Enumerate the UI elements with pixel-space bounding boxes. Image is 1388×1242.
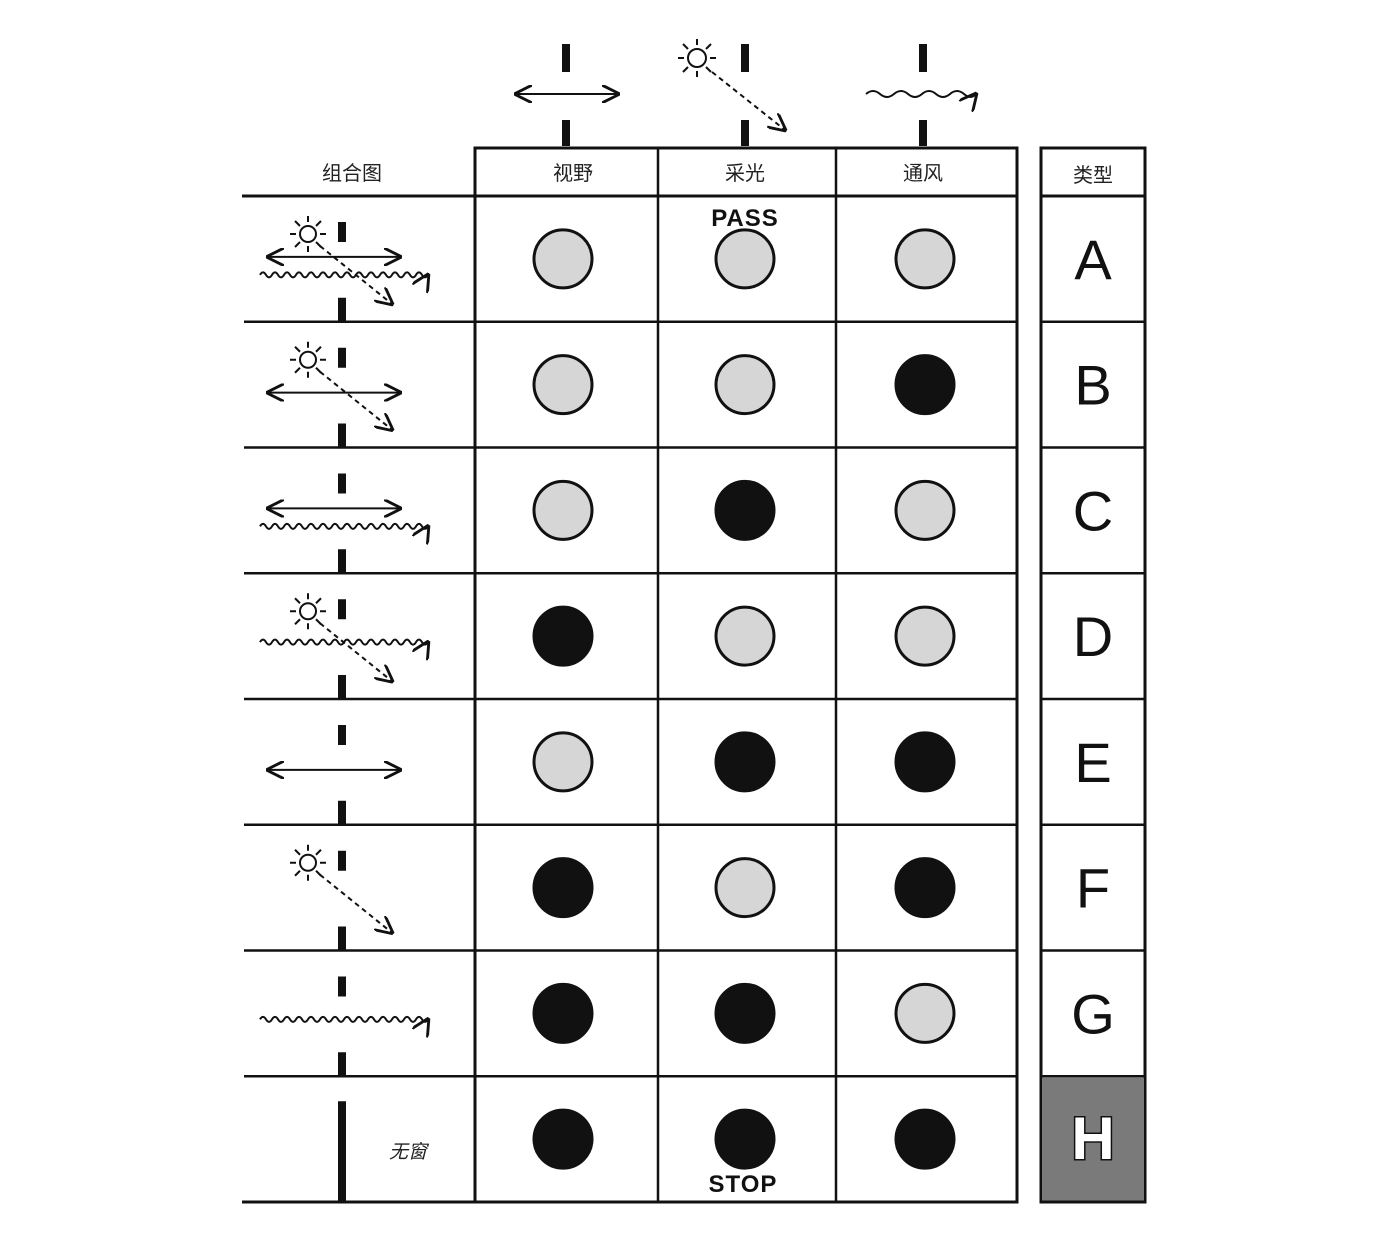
stop-dot-view xyxy=(532,1108,594,1170)
type-cell-highlight xyxy=(1042,1077,1144,1201)
vent-header-icon xyxy=(865,44,976,146)
sun-icon xyxy=(678,39,716,77)
pass-dot-vent xyxy=(894,605,956,667)
wind-arrow xyxy=(259,640,428,645)
view-header-icon xyxy=(516,44,618,146)
pass-dot-view xyxy=(532,228,594,290)
type-letter-d: D xyxy=(1073,605,1113,668)
pass-stamp: PASS xyxy=(711,205,779,232)
pass-dot-light xyxy=(714,605,776,667)
light-header-label: 采光 xyxy=(725,161,765,185)
type-letter-a: A xyxy=(1074,228,1112,291)
type-letter-g: G xyxy=(1071,982,1115,1045)
sun-icon xyxy=(290,216,326,252)
combo-diagram-d xyxy=(259,593,428,699)
combo-diagram-a xyxy=(259,216,428,322)
type-letter-c: C xyxy=(1073,479,1113,542)
stop-dot-light xyxy=(714,479,776,541)
combo-diagram-g xyxy=(259,976,428,1077)
stop-dot-light xyxy=(714,1108,776,1170)
combo-diagrams xyxy=(259,216,428,1202)
stop-dot-vent xyxy=(894,1108,956,1170)
light-header-icon xyxy=(678,39,785,146)
no-window-label: 无窗 xyxy=(389,1141,430,1163)
pass-dot-vent xyxy=(894,479,956,541)
pass-dot-view xyxy=(532,354,594,416)
pass-dot-light xyxy=(714,228,776,290)
row-divider-lines xyxy=(244,320,1145,1078)
pass-dot-vent xyxy=(894,982,956,1044)
stop-dot-vent xyxy=(894,354,956,416)
pass-dot-view xyxy=(532,479,594,541)
light-arrow xyxy=(319,622,392,681)
table-grid xyxy=(242,146,1147,1204)
column-icons xyxy=(516,39,976,146)
type-header-label: 类型 xyxy=(1073,163,1113,187)
type-letter-h: H xyxy=(1071,1105,1114,1172)
stop-dot-vent xyxy=(894,857,956,919)
stop-stamp: STOP xyxy=(709,1171,778,1198)
type-letter-f: F xyxy=(1076,857,1110,920)
stop-dot-view xyxy=(532,857,594,919)
wind-arrow xyxy=(259,524,428,529)
wind-arrow xyxy=(259,272,428,277)
type-letter-b: B xyxy=(1074,354,1111,417)
stop-dot-view xyxy=(532,605,594,667)
light-arrow xyxy=(319,873,392,933)
stop-dot-light xyxy=(714,982,776,1044)
wind-arrow xyxy=(259,1017,428,1022)
view-header-label: 视野 xyxy=(553,161,593,185)
sun-icon xyxy=(290,844,326,881)
pass-dot-view xyxy=(532,731,594,793)
combo-header-label: 组合图 xyxy=(322,161,382,185)
pass-dot-light xyxy=(714,857,776,919)
combo-diagram-b xyxy=(268,341,400,448)
combo-diagram-f xyxy=(290,844,392,951)
rating-dots xyxy=(532,228,956,1170)
combo-diagram-c xyxy=(259,473,428,574)
pass-dot-light xyxy=(714,354,776,416)
light-arrow xyxy=(319,370,392,430)
type-letter-e: E xyxy=(1074,731,1111,794)
stop-dot-view xyxy=(532,982,594,1044)
pass-dot-vent xyxy=(894,228,956,290)
combo-diagram-e xyxy=(268,725,400,825)
stop-dot-vent xyxy=(894,731,956,793)
stop-dot-light xyxy=(714,731,776,793)
sun-icon xyxy=(290,593,326,630)
vent-header-label: 通风 xyxy=(903,161,943,185)
